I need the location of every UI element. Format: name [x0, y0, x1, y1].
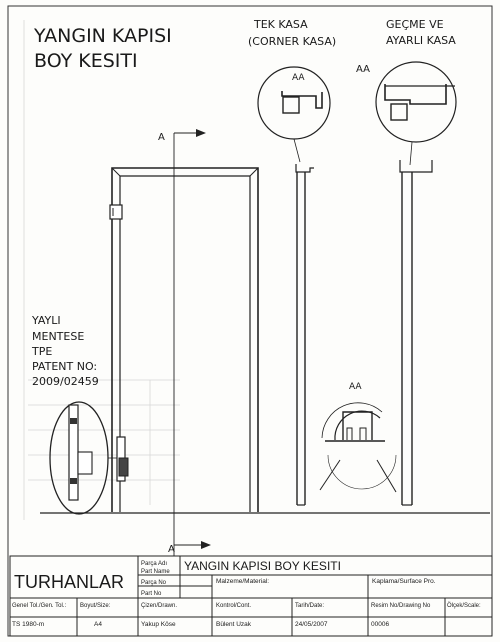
date-label: Tarih/Date: — [295, 603, 324, 609]
gecme-kasa-profile — [399, 160, 433, 506]
drawn-label: Çizen/Drawn. — [141, 603, 177, 609]
margin-aa-label: AA — [356, 64, 370, 75]
gecme-kasa-detail-circle — [375, 61, 457, 166]
part-name-label-en: Part Name — [141, 569, 170, 575]
hinge-detail-ellipse — [49, 401, 117, 515]
tolerance-value: TS 1980-m — [12, 621, 44, 628]
section-a-top-label: A — [158, 132, 165, 143]
corner-kasa-detail-circle: AA — [257, 66, 331, 163]
drawn-value: Yakup Köse — [141, 621, 176, 628]
company-name: TURHANLAR — [14, 572, 124, 592]
size-label: Boyut/Size: — [80, 603, 111, 609]
drawing-no-value: 00006 — [371, 621, 389, 628]
faint-grid — [23, 20, 180, 520]
threshold-section-detail: AA — [319, 382, 397, 493]
material-label: Malzeme/Material: — [216, 578, 269, 585]
hinge-note-line3: TPE — [31, 345, 52, 358]
tolerance-label: Genel Tol./Gen. Tol.: — [12, 603, 66, 609]
hinge-note-line2: MENTESE — [32, 330, 84, 343]
corner-kasa-profile — [295, 164, 314, 506]
part-no-label-en: Part No — [141, 591, 162, 597]
gecme-kasa-line2: AYARLI KASA — [386, 34, 456, 47]
control-value: Bülent Uzak — [216, 621, 252, 628]
corner-kasa-label: (CORNER KASA) — [248, 35, 336, 48]
date-value: 24/05/2007 — [295, 621, 328, 628]
title-block — [9, 555, 493, 637]
drawing-no-label: Resim No/Drawing No — [371, 603, 431, 609]
part-name-value: YANGIN KAPISI BOY KESITI — [184, 559, 341, 573]
size-value: A4 — [94, 621, 102, 628]
part-name-label-tr: Parça Adı — [141, 561, 167, 567]
tek-kasa-label: TEK KASA — [253, 18, 308, 31]
title-line2: BOY KESITI — [34, 50, 138, 72]
door-frame-elevation — [40, 167, 490, 514]
surface-label: Kaplama/Surface Pro. — [372, 578, 436, 585]
part-no-label-tr: Parça No — [141, 580, 167, 586]
hinge-note-line4: PATENT NO: — [32, 360, 97, 373]
control-label: Kontrol/Cont. — [216, 603, 251, 609]
section-a-bottom-label: A — [168, 544, 175, 555]
hinge-top — [109, 204, 123, 220]
threshold-detail-aa: AA — [349, 382, 362, 392]
hinge-bottom — [116, 436, 129, 482]
title-line1: YANGIN KAPISI — [33, 25, 172, 47]
hinge-note-line5: 2009/02459 — [32, 375, 99, 388]
scale-label: Ölçek/Scale: — [447, 602, 481, 609]
corner-detail-aa: AA — [292, 73, 305, 83]
section-line-a: A A — [158, 129, 211, 556]
hinge-note-line1: YAYLI — [31, 314, 61, 327]
gecme-kasa-line1: GEÇME VE — [386, 18, 444, 31]
